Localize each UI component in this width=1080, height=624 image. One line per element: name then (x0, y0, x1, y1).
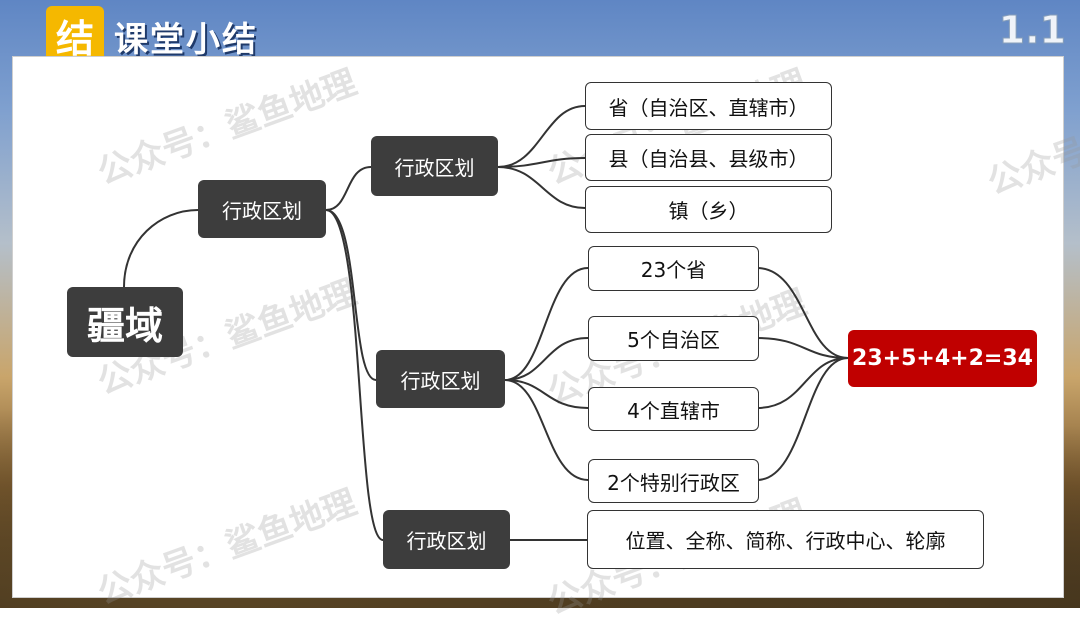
connector-branch2-item4 (504, 379, 589, 481)
sub-branch-node: 行政区划 (371, 136, 498, 196)
content-panel (12, 56, 1064, 598)
connector-branch1-branch3 (325, 209, 384, 541)
item-municipalities: 4个直辖市 (588, 387, 759, 431)
connector-sub-leaf3 (497, 166, 586, 209)
leaf-attributes: 位置、全称、简称、行政中心、轮廓 (587, 510, 984, 569)
root-node: 疆域 (67, 287, 183, 357)
branch-node-2: 行政区划 (376, 350, 505, 408)
sum-box: 23+5+4+2=34 (848, 330, 1037, 387)
branch-node-1: 行政区划 (198, 180, 326, 238)
mindmap-connectors (123, 105, 849, 541)
branch-node-3: 行政区划 (383, 510, 510, 569)
connector-item2-sum (756, 337, 849, 359)
connector-item1-sum (756, 267, 849, 359)
leaf-province: 省（自治区、直辖市） (585, 82, 832, 130)
connector-sub-leaf1 (497, 105, 586, 168)
connector-branch2-item1 (504, 267, 589, 381)
item-provinces: 23个省 (588, 246, 759, 291)
connector-item4-sum (756, 357, 849, 481)
item-autonomous-regions: 5个自治区 (588, 316, 759, 361)
page-number: 1.1 (998, 8, 1066, 53)
connector-branch2-item2 (504, 337, 589, 381)
connector-branch2-item3 (504, 379, 589, 409)
leaf-town: 镇（乡） (585, 186, 832, 233)
connector-item3-sum (756, 357, 849, 409)
leaf-county: 县（自治县、县级市） (585, 134, 832, 181)
connector-root-branch1 (123, 209, 199, 288)
connector-branch1-branch2 (325, 209, 377, 381)
summary-badge: 结 (46, 6, 104, 64)
connector-branch1-sub (325, 166, 372, 211)
header: 结 课堂小结 1.1 (0, 0, 1080, 66)
connector-sub-leaf2 (497, 157, 586, 168)
item-special-regions: 2个特别行政区 (588, 459, 759, 503)
page-title: 课堂小结 (114, 20, 258, 60)
